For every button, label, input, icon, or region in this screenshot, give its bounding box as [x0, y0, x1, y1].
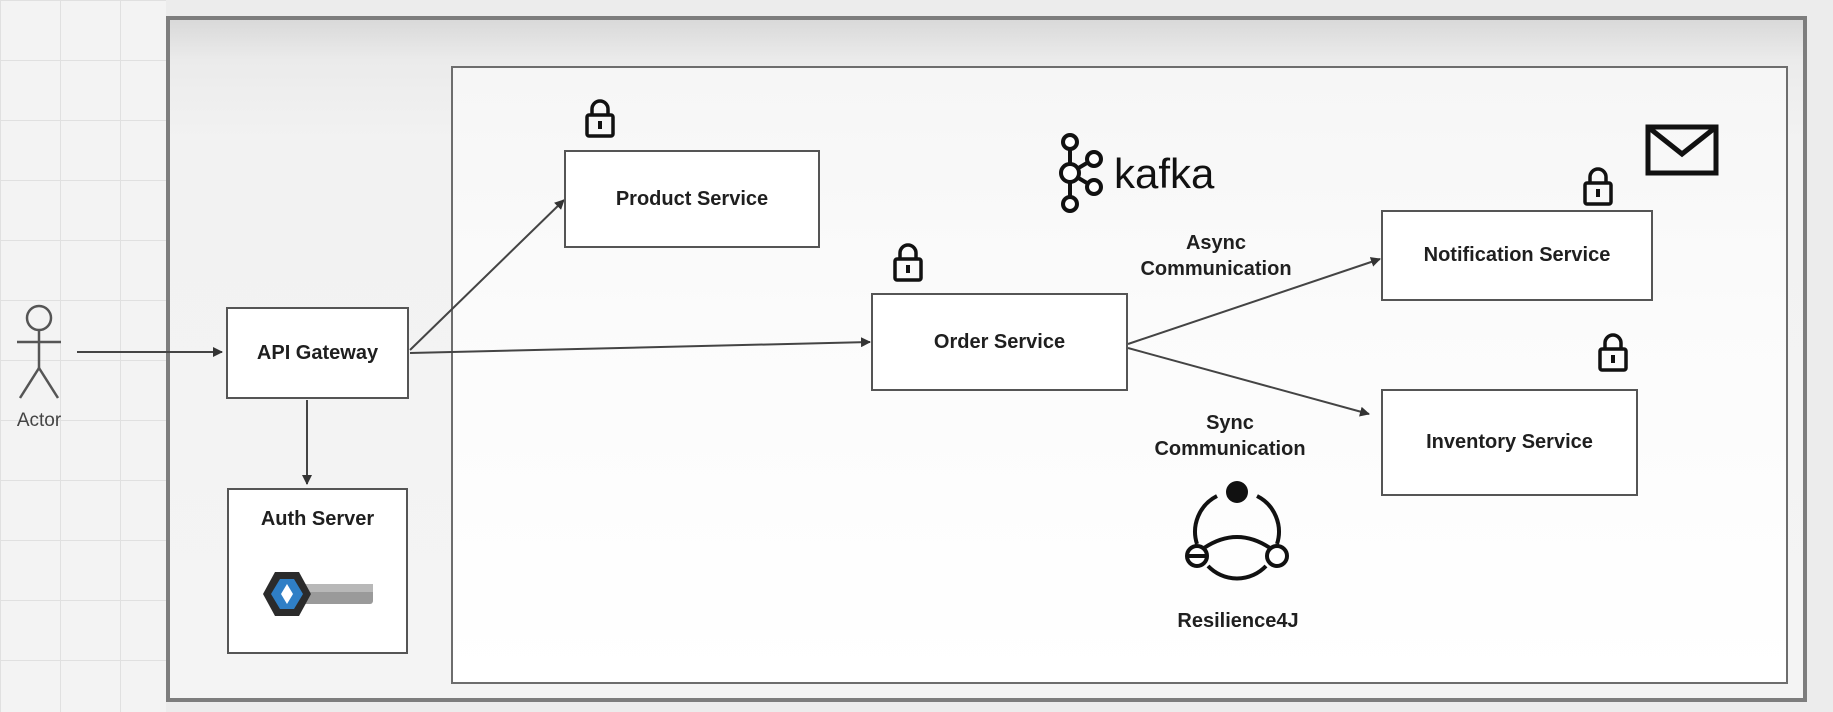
inventory-service-node[interactable]: Inventory Service	[1381, 389, 1638, 496]
sync-label: Sync Communication	[1134, 410, 1326, 462]
edge-order-notification	[1127, 257, 1381, 345]
notification-service-node[interactable]: Notification Service	[1381, 210, 1653, 301]
edge-gateway-order	[409, 337, 871, 354]
order-lock-icon	[893, 243, 923, 282]
actor-label: Actor	[16, 410, 62, 431]
notification-lock-icon	[1583, 167, 1613, 206]
resilience4j-label: Resilience4J	[1177, 610, 1299, 632]
product-service-node[interactable]: Product Service	[564, 150, 820, 248]
async-line1: Async	[1185, 232, 1247, 254]
sync-line1: Sync	[1206, 412, 1254, 434]
keycloak-key-icon	[263, 572, 373, 616]
kafka-logo-icon	[1059, 133, 1103, 213]
async-label: Async Communication	[1120, 230, 1312, 282]
product-lock-icon	[585, 99, 615, 138]
auth-server-node[interactable]: Auth Server	[227, 488, 408, 654]
actor-icon	[17, 304, 61, 399]
async-line2: Communication	[1140, 258, 1292, 280]
auth-server-label: Auth Server	[260, 508, 375, 530]
order-service-node[interactable]: Order Service	[871, 293, 1128, 391]
api-gateway-node[interactable]: API Gateway	[226, 307, 409, 399]
kafka-label: kafka	[1114, 150, 1215, 197]
mail-icon	[1645, 124, 1719, 176]
edge-gateway-product	[409, 199, 565, 351]
sync-line2: Communication	[1154, 438, 1306, 460]
resilience4j-logo-icon	[1185, 481, 1289, 581]
edge-order-inventory	[1127, 347, 1370, 417]
inventory-lock-icon	[1598, 333, 1628, 372]
background-grid	[0, 0, 166, 712]
